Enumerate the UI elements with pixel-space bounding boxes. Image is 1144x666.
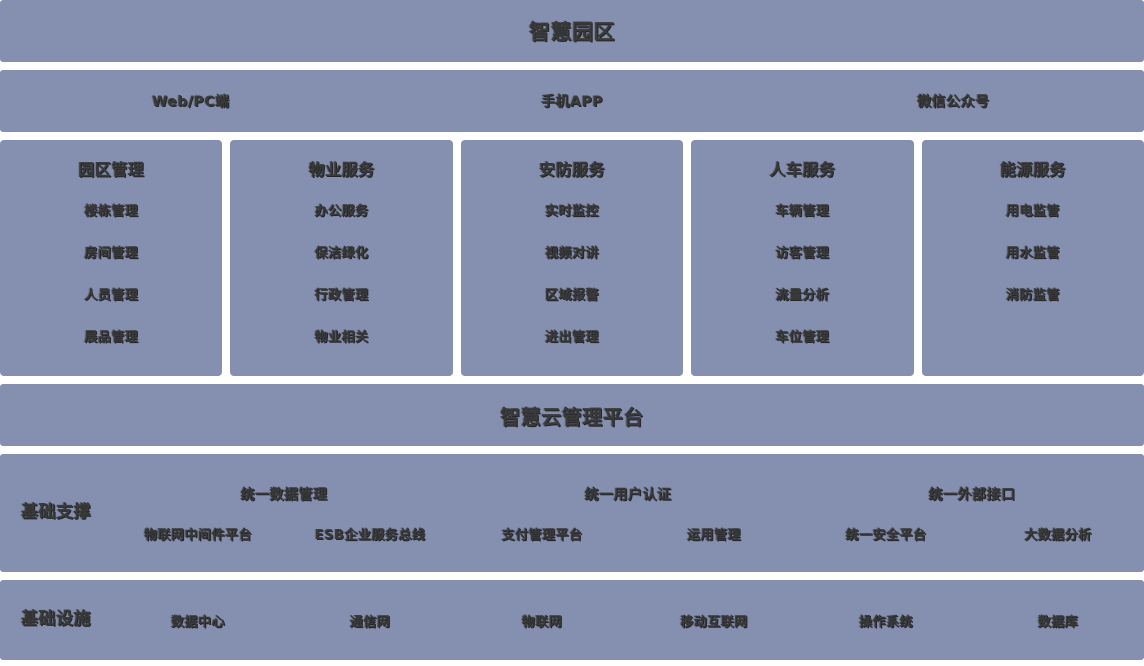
support-item-unified-user-auth: 统一用户认证 bbox=[584, 486, 672, 503]
card-title: 安防服务 bbox=[539, 160, 606, 179]
card-item: 流量分析 bbox=[775, 288, 830, 303]
infra-item-communication-network: 通信网 bbox=[349, 614, 391, 630]
service-card-security-service: 安防服务 实时监控 视频对讲 区域报警 进出管理 bbox=[460, 140, 684, 376]
support-item-esb: ESB企业服务总线 bbox=[314, 527, 426, 543]
channel-wechat-official-account: 微信公众号 bbox=[917, 94, 990, 110]
infra-item-data-center: 数据中心 bbox=[170, 614, 225, 630]
card-item: 进出管理 bbox=[545, 330, 600, 345]
support-item-iot-middleware-platform: 物联网中间件平台 bbox=[143, 527, 252, 543]
cloud-platform-band: 智慧云管理平台 bbox=[0, 384, 1144, 446]
card-title: 能源服务 bbox=[999, 160, 1066, 179]
infrastructure-content: 数据中心 通信网 物联网 移动互联网 操作系统 数据库 bbox=[112, 580, 1144, 660]
channel-web-pc: Web/PC端 bbox=[151, 94, 230, 110]
support-layer-band: 基础支撑 统一数据管理 统一用户认证 统一外部接口 物联网中间件平台 ESB企业… bbox=[0, 454, 1144, 572]
cloud-platform-title: 智慧云管理平台 bbox=[500, 404, 644, 429]
card-item: 人员管理 bbox=[84, 288, 139, 303]
card-item: 用电监管 bbox=[1005, 204, 1060, 219]
service-card-people-vehicle-service: 人车服务 车辆管理 访客管理 流量分析 车位管理 bbox=[691, 140, 914, 376]
support-primary-row: 统一数据管理 统一用户认证 统一外部接口 bbox=[112, 484, 1144, 504]
card-item: 车位管理 bbox=[775, 330, 830, 345]
service-card-property-service: 物业服务 办公服务 保洁绿化 行政管理 物业相关 bbox=[230, 140, 453, 376]
infrastructure-label: 基础设施 bbox=[21, 609, 91, 630]
card-item: 视频对讲 bbox=[545, 246, 600, 261]
infra-item-mobile-internet: 移动互联网 bbox=[680, 614, 748, 630]
card-title: 人车服务 bbox=[769, 160, 836, 179]
support-secondary-row: 物联网中间件平台 ESB企业服务总线 支付管理平台 运用管理 统一安全平台 大数… bbox=[112, 524, 1144, 543]
card-title: 物业服务 bbox=[308, 160, 375, 179]
support-item-unified-data-management: 统一数据管理 bbox=[240, 486, 328, 503]
service-card-park-management: 园区管理 楼栋管理 房间管理 人员管理 展品管理 bbox=[0, 140, 223, 376]
support-item-unified-security-platform: 统一安全平台 bbox=[845, 527, 927, 543]
card-item: 访客管理 bbox=[775, 246, 830, 261]
access-channel-band: Web/PC端 手机APP 微信公众号 bbox=[0, 70, 1144, 132]
card-item: 实时监控 bbox=[545, 204, 600, 219]
card-item: 消防监管 bbox=[1005, 288, 1060, 303]
infra-item-database: 数据库 bbox=[1037, 614, 1079, 630]
card-item: 办公服务 bbox=[314, 204, 369, 219]
channel-mobile-app: 手机APP bbox=[541, 94, 603, 110]
service-card-energy-service: 能源服务 用电监管 用水监管 消防监管 bbox=[921, 140, 1144, 376]
card-item: 物业相关 bbox=[314, 330, 369, 345]
support-layer-content: 统一数据管理 统一用户认证 统一外部接口 物联网中间件平台 ESB企业服务总线 … bbox=[112, 454, 1144, 572]
diagram-title: 智慧园区 bbox=[529, 20, 615, 44]
card-item: 车辆管理 bbox=[775, 204, 830, 219]
card-item: 保洁绿化 bbox=[314, 246, 369, 261]
card-item: 楼栋管理 bbox=[84, 204, 139, 219]
support-layer-label: 基础支撑 bbox=[21, 502, 91, 523]
card-item: 区域报警 bbox=[545, 288, 600, 303]
support-item-big-data-analysis: 大数据分析 bbox=[1024, 527, 1092, 543]
card-item: 用水监管 bbox=[1005, 246, 1060, 261]
title-band: 智慧园区 bbox=[0, 0, 1144, 62]
support-item-application-management: 运用管理 bbox=[686, 527, 741, 543]
card-item: 行政管理 bbox=[314, 288, 369, 303]
card-title: 园区管理 bbox=[78, 160, 145, 179]
infra-item-operating-system: 操作系统 bbox=[858, 614, 913, 630]
support-item-unified-external-interface: 统一外部接口 bbox=[928, 486, 1016, 503]
card-item: 房间管理 bbox=[84, 246, 139, 261]
support-item-payment-platform: 支付管理平台 bbox=[501, 527, 583, 543]
service-card-row: 园区管理 楼栋管理 房间管理 人员管理 展品管理 物业服务 办公服务 保洁绿化 … bbox=[0, 140, 1144, 376]
infrastructure-band: 基础设施 数据中心 通信网 物联网 移动互联网 操作系统 数据库 bbox=[0, 580, 1144, 660]
card-item: 展品管理 bbox=[84, 330, 139, 345]
infra-item-iot: 物联网 bbox=[521, 614, 563, 630]
